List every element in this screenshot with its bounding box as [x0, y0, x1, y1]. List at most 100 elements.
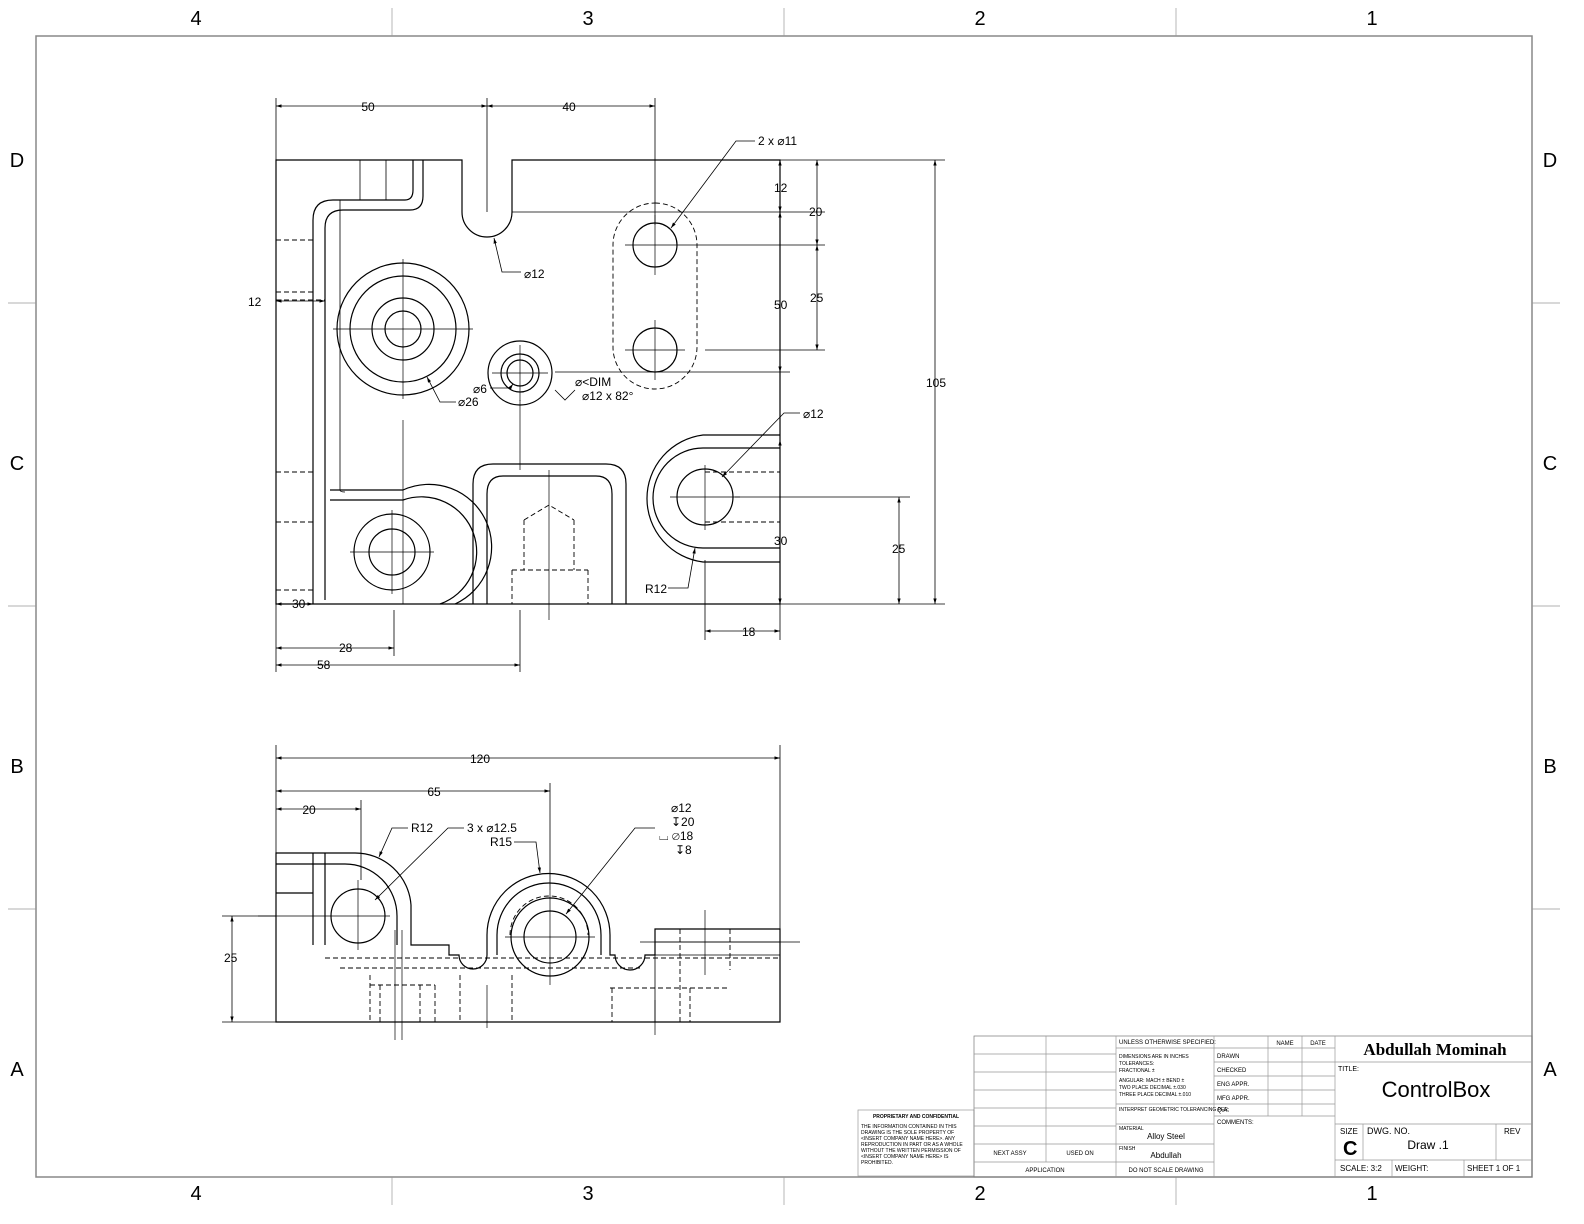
- dim-text: 12: [774, 181, 788, 195]
- role-label: CHECKED: [1217, 1068, 1247, 1074]
- dim-text: 50: [361, 100, 375, 114]
- zone-col-label: 3: [582, 1183, 593, 1205]
- dim-text: 50: [774, 298, 788, 312]
- dim-text: ⌀12: [803, 407, 824, 421]
- dwg-no-label: DWG. NO.: [1367, 1126, 1410, 1136]
- tolerance-line: FRACTIONAL ±: [1119, 1068, 1155, 1074]
- zone-row-label: D: [1543, 150, 1557, 172]
- title-label: TITLE:: [1338, 1066, 1359, 1073]
- proprietary-line: DRAWING IS THE SOLE PROPERTY OF: [861, 1130, 954, 1136]
- proprietary-line: WITHOUT THE WRITTEN PERMISSION OF: [861, 1148, 961, 1154]
- proprietary-line: REPRODUCTION IN PART OR AS A WHOLE: [861, 1142, 963, 1148]
- zone-row-label: B: [1543, 756, 1556, 778]
- name-header: NAME: [1276, 1041, 1293, 1047]
- zone-col-label: 1: [1366, 1183, 1377, 1205]
- right-boss: [646, 434, 780, 563]
- size-value: C: [1343, 1138, 1357, 1160]
- title-block: NEXT ASSY USED ON APPLICATION UNLESS OTH…: [973, 1035, 1533, 1178]
- company-name: Abdullah Mominah: [1363, 1040, 1507, 1059]
- zone-row-label: C: [1543, 453, 1557, 475]
- front-view: 50 40 2 x ⌀11 12 20 ⌀12 12 25 50 105 ⌀6 …: [248, 98, 946, 672]
- role-label: MFG APPR.: [1217, 1096, 1250, 1102]
- zone-row-label: A: [1543, 1059, 1557, 1081]
- zone-row-label: D: [10, 150, 24, 172]
- finish-label: FINISH: [1119, 1146, 1136, 1152]
- interpret-label: INTERPRET GEOMETRIC TOLERANCING PER:: [1119, 1107, 1229, 1113]
- zone-col-label: 4: [190, 1183, 201, 1205]
- front-view-dimension-text: 50 40 2 x ⌀11 12 20 ⌀12 12 25 50 105 ⌀6 …: [248, 100, 946, 672]
- dim-text: 30: [292, 597, 306, 611]
- drawing-title: ControlBox: [1382, 1077, 1491, 1102]
- dim-text: ⌀12: [671, 801, 692, 815]
- bottom-left-boss: [330, 420, 493, 605]
- do-not-scale-label: DO NOT SCALE DRAWING: [1128, 1168, 1203, 1174]
- dim-text: 30: [774, 534, 788, 548]
- bottom-view-dimensions: [222, 745, 781, 1023]
- proprietary-line: THE INFORMATION CONTAINED IN THIS: [861, 1124, 957, 1130]
- tolerance-line: TWO PLACE DECIMAL ±.030: [1119, 1085, 1186, 1091]
- dim-text: 12: [248, 295, 262, 309]
- dim-text: 20: [302, 803, 316, 817]
- zone-row-label: C: [10, 453, 24, 475]
- proprietary-title: PROPRIETARY AND CONFIDENTIAL: [873, 1114, 959, 1120]
- bottom-view-outline: [275, 852, 781, 1023]
- dim-text: 25: [892, 542, 906, 556]
- zone-col-label: 3: [582, 8, 593, 30]
- tolerance-line: TOLERANCES:: [1119, 1061, 1154, 1067]
- left-channel: [312, 160, 414, 604]
- bottom-view: 120 65 20 R12 3 x ⌀12.5 R15 ⌀12 ↧20 ⌴ ⌀1…: [222, 745, 800, 1040]
- next-assy-label: NEXT ASSY: [993, 1151, 1026, 1157]
- sheet-label: SHEET 1 OF 1: [1467, 1164, 1521, 1173]
- zone-row-label: A: [10, 1059, 24, 1081]
- proprietary-line: PROHIBITED.: [861, 1160, 893, 1166]
- application-label: APPLICATION: [1025, 1168, 1064, 1174]
- zone-col-label: 2: [974, 1183, 985, 1205]
- dim-text: 28: [339, 641, 353, 655]
- dim-text: ⌀12 x 82°: [582, 389, 634, 403]
- dim-text: ⌀<DIM: [575, 375, 611, 389]
- dim-text: 58: [317, 658, 331, 672]
- dim-text: 20: [809, 205, 823, 219]
- dim-text: ↧8: [675, 843, 692, 857]
- bottom-view-dimension-text: 120 65 20 R12 3 x ⌀12.5 R15 ⌀12 ↧20 ⌴ ⌀1…: [224, 752, 695, 965]
- counterbore-hole: [333, 259, 473, 399]
- weight-label: WEIGHT:: [1395, 1164, 1428, 1173]
- dim-text: R12: [411, 821, 433, 835]
- countersink-hole: [487, 340, 553, 406]
- zone-labels: 4 3 2 1 4 3 2 1 D C B A D C B A: [10, 8, 1558, 1205]
- date-header: DATE: [1310, 1041, 1326, 1047]
- used-on-label: USED ON: [1066, 1151, 1093, 1157]
- dim-text: ⌀12: [524, 267, 545, 281]
- dim-text: 18: [742, 625, 756, 639]
- zone-col-label: 1: [1366, 8, 1377, 30]
- dim-text: 120: [470, 752, 490, 766]
- scale-label: SCALE: 3:2: [1340, 1164, 1382, 1173]
- dim-text: ⌀6: [473, 382, 487, 396]
- sheet-border: [8, 8, 1560, 1205]
- dim-text: 65: [427, 785, 441, 799]
- slot-holes: [612, 202, 698, 390]
- role-label: COMMENTS:: [1217, 1120, 1254, 1126]
- tolerance-header: UNLESS OTHERWISE SPECIFIED:: [1119, 1040, 1216, 1046]
- proprietary-line: <INSERT COMPANY NAME HERE>. ANY: [861, 1136, 956, 1142]
- front-view-outline: [275, 159, 781, 605]
- dim-text: R15: [490, 835, 512, 849]
- dim-text: 3 x ⌀12.5: [467, 821, 517, 835]
- dim-text: ⌀26: [458, 395, 479, 409]
- proprietary-notice: PROPRIETARY AND CONFIDENTIAL THE INFORMA…: [857, 1109, 975, 1177]
- center-bracket: [472, 400, 627, 620]
- finish-value: Abdullah: [1150, 1151, 1181, 1160]
- dim-text: 2 x ⌀11: [758, 134, 797, 148]
- dim-text: R12: [645, 582, 667, 596]
- dim-text: ⌴ ⌀18: [659, 829, 694, 843]
- dim-text: 25: [224, 951, 238, 965]
- tolerance-line: DIMENSIONS ARE IN INCHES: [1119, 1054, 1189, 1060]
- proprietary-line: <INSERT COMPANY NAME HERE> IS: [861, 1154, 949, 1160]
- dwg-no-value: Draw .1: [1407, 1138, 1449, 1152]
- role-label: ENG APPR.: [1217, 1082, 1250, 1088]
- rev-label: REV: [1504, 1127, 1521, 1136]
- dim-text: ↧20: [671, 815, 695, 829]
- front-view-dimensions: [275, 98, 945, 672]
- zone-col-label: 2: [974, 8, 985, 30]
